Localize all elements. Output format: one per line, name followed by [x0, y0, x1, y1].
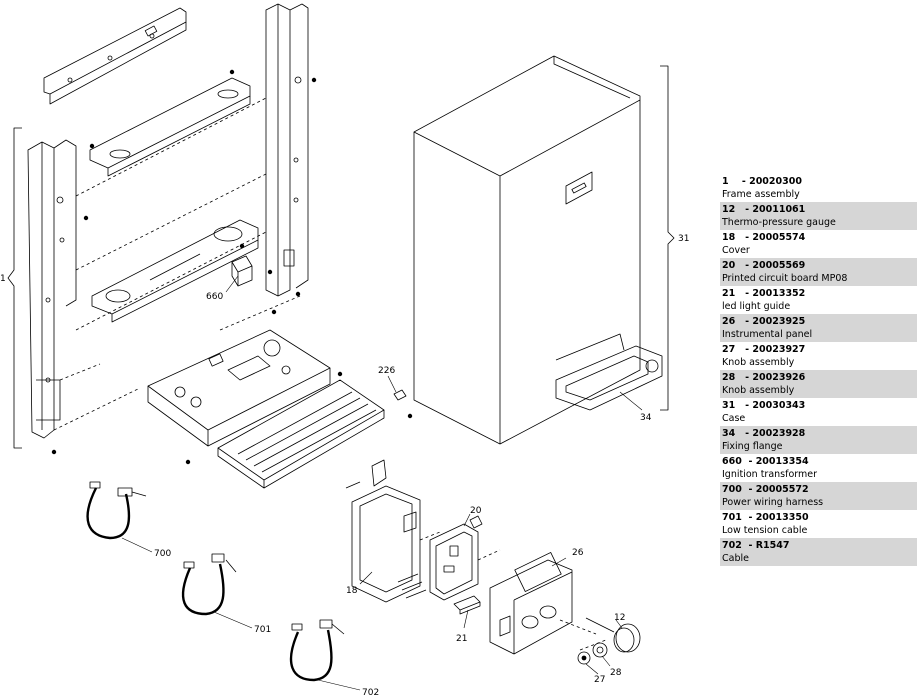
parts-legend: 1 - 20020300 Frame assembly 12 - 2001106…: [720, 174, 917, 566]
left-frame-rail: [27, 139, 77, 439]
part-description: Frame assembly: [722, 189, 800, 200]
part-description: Thermo-pressure gauge: [722, 217, 836, 228]
legend-row: 28 - 20023926 Knob assembly: [720, 370, 917, 398]
low-tension-cable: [181, 563, 225, 616]
part-code: 21 - 20013352: [722, 288, 806, 299]
part-code: 1 - 20020300: [722, 176, 802, 187]
legend-row: 34 - 20023928 Fixing flange: [720, 426, 917, 454]
legend-row: 12 - 20011061 Thermo-pressure gauge: [720, 202, 917, 230]
power-harness-connectors: [89, 481, 147, 497]
part-code: 702 - R1547: [722, 540, 790, 551]
electronic-cover: [351, 459, 421, 603]
callout-27: 27: [594, 675, 605, 685]
case-cover: [413, 55, 641, 445]
callout-26: 26: [572, 548, 584, 558]
part-description: Ignition transformer: [722, 469, 818, 480]
fixing-flange: [555, 333, 663, 411]
low-tension-connectors: [183, 553, 237, 573]
led-light-guide: [453, 595, 481, 615]
legend-row: 702 - R1547 Cable: [720, 538, 917, 566]
part-description: Knob assembly: [722, 357, 795, 368]
legend-row: 21 - 20013352 led light guide: [720, 286, 917, 314]
part-description: Cable: [722, 553, 749, 564]
legend-row: 26 - 20023925 Instrumental panel: [720, 314, 917, 342]
frame-assembly-lines: [53, 97, 301, 431]
leader-lines: [121, 275, 643, 691]
legend-row: 20 - 20005569 Printed circuit board MP08: [720, 258, 917, 286]
cover-screws: [345, 481, 427, 599]
cable-702-connectors: [291, 619, 345, 635]
part-description: Instrumental panel: [722, 329, 813, 340]
legend-row: 660 - 20013354 Ignition transformer: [720, 454, 917, 482]
callout-226: 226: [378, 366, 395, 376]
case-bracket: [660, 65, 675, 411]
part-description: led light guide: [722, 301, 791, 312]
part-code: 660 - 20013354: [722, 456, 809, 467]
thermo-pressure-gauge: [585, 617, 641, 653]
part-description: Low tension cable: [722, 525, 808, 536]
callout-18: 18: [346, 586, 358, 596]
part-description: Fixing flange: [722, 441, 783, 452]
screws: [51, 69, 413, 465]
callout-702: 702: [362, 688, 379, 698]
part-code: 20 - 20005569: [722, 260, 806, 271]
wall-mounting-bracket: [43, 7, 187, 105]
electronics-assembly-lines: [419, 531, 607, 651]
lower-cross-member: [91, 219, 259, 323]
legend-row: 701 - 20013350 Low tension cable: [720, 510, 917, 538]
upper-cross-member: [89, 77, 251, 177]
knob-assembly: [577, 642, 608, 665]
part-code: 701 - 20013350: [722, 512, 809, 523]
base-tray-assembly: [147, 329, 331, 447]
callout-20: 20: [470, 506, 482, 516]
part-description: Power wiring harness: [722, 497, 824, 508]
callout-660: 660: [206, 292, 223, 302]
legend-row: 18 - 20005574 Cover: [720, 230, 917, 258]
part-code: 12 - 20011061: [722, 204, 806, 215]
part-description: Cover: [722, 245, 750, 256]
callout-21: 21: [456, 634, 467, 644]
power-wiring-harness: [86, 487, 131, 540]
part-description: Printed circuit board MP08: [722, 273, 848, 284]
callout-31: 31: [678, 234, 689, 244]
callout-12: 12: [614, 613, 625, 623]
part-226-clip: [393, 389, 407, 401]
callout-labels: 1 660 226 31 34 20 18 26 21 12 28 27 700…: [0, 234, 689, 698]
instrumental-panel: [489, 552, 573, 655]
callout-701: 701: [254, 625, 271, 635]
part-code: 26 - 20023925: [722, 316, 806, 327]
callout-34: 34: [640, 413, 652, 423]
part-description: Case: [722, 413, 746, 424]
legend-row: 1 - 20020300 Frame assembly: [720, 174, 917, 202]
legend-row: 27 - 20023927 Knob assembly: [720, 342, 917, 370]
frame-assembly-bracket: [7, 127, 22, 449]
part-code: 27 - 20023927: [722, 344, 806, 355]
callout-28: 28: [610, 668, 622, 678]
callout-700: 700: [154, 549, 171, 559]
legend-row: 31 - 20030343 Case: [720, 398, 917, 426]
cable-702: [289, 629, 333, 682]
bottom-plate: [217, 379, 385, 489]
right-frame-rail: [265, 3, 309, 297]
part-code: 18 - 20005574: [722, 232, 806, 243]
part-code: 28 - 20023926: [722, 372, 806, 383]
part-code: 700 - 20005572: [722, 484, 809, 495]
legend-row: 700 - 20005572 Power wiring harness: [720, 482, 917, 510]
part-description: Knob assembly: [722, 385, 795, 396]
callout-1: 1: [0, 274, 6, 284]
circuit-board: [429, 515, 483, 601]
ignition-transformer: [231, 255, 253, 287]
part-code: 31 - 20030343: [722, 400, 806, 411]
part-code: 34 - 20023928: [722, 428, 806, 439]
